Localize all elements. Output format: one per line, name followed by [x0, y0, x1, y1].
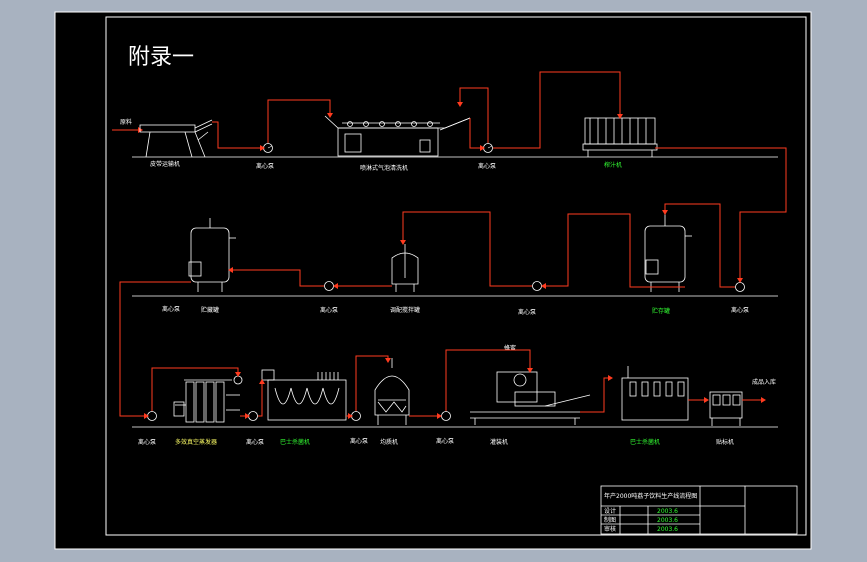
pump-label: 离心泵	[350, 437, 368, 445]
title-block-title: 年产2000吨荔子饮料生产线流程图	[604, 492, 697, 500]
honey-label: 蜂蜜	[504, 344, 516, 352]
title-block-row-value: 2003.6	[657, 517, 678, 524]
title-block-row-value: 2003.6	[657, 508, 678, 515]
pump-label: 离心泵	[518, 308, 536, 316]
bottle-pasteurizer-icon	[621, 366, 689, 421]
pump-label: 离心泵	[731, 306, 749, 314]
mixing-tank-icon	[391, 244, 419, 292]
evaporator-label: 多效真空蒸发器	[175, 438, 217, 446]
output-label: 成品入库	[752, 378, 776, 386]
homogenizer-icon	[374, 358, 410, 425]
washer-label: 喷淋式气泡清洗机	[360, 164, 408, 172]
bubble-washer-icon	[324, 115, 471, 157]
pump-label: 离心泵	[320, 306, 338, 314]
pump-label: 离心泵	[246, 438, 264, 446]
drawing-background	[54, 11, 812, 550]
homogenizer-label: 均质机	[380, 438, 398, 446]
labeling-machine-label: 贴标机	[716, 438, 734, 446]
pump-label: 离心泵	[478, 162, 496, 170]
pasteurizer-icon	[261, 369, 347, 421]
pasteurizer-label: 巴士杀菌机	[630, 438, 660, 446]
pump-label: 离心泵	[256, 162, 274, 170]
title-block-row-label: 制图	[604, 516, 616, 524]
title-block	[600, 485, 798, 535]
inner-frame	[105, 16, 807, 536]
pump-label: 离心泵	[138, 438, 156, 446]
title-block-row-label: 设计	[604, 507, 616, 515]
title-block-row-label: 审核	[604, 525, 616, 533]
input-arrowhead	[138, 127, 143, 133]
juicer-label: 榨汁机	[604, 161, 622, 169]
pasteurizer-label: 巴士杀菌机	[280, 438, 310, 446]
flow-arrowheads	[144, 102, 766, 419]
raw-material-label: 原料	[120, 118, 132, 126]
filling-machine-label: 灌装机	[490, 438, 508, 446]
storage-tank-icon	[188, 218, 236, 292]
belt-conveyor-label: 皮带运输机	[150, 160, 180, 168]
labeling-machine-icon	[709, 391, 743, 426]
appendix-title: 附录一	[128, 45, 194, 70]
storage-tank-label: 贮藏罐	[201, 306, 219, 314]
belt-conveyor-icon	[139, 119, 213, 158]
mixing-tank-label: 调配搅拌罐	[390, 306, 420, 314]
juicer-icon	[582, 117, 658, 157]
pump-label: 离心泵	[162, 305, 180, 313]
storage-tank-label: 贮存罐	[652, 307, 670, 315]
title-block-row-value: 2003.6	[657, 526, 678, 533]
vacuum-evaporator-icon	[173, 375, 243, 423]
pump-label: 离心泵	[436, 437, 454, 445]
filling-machine-icon	[470, 371, 591, 425]
